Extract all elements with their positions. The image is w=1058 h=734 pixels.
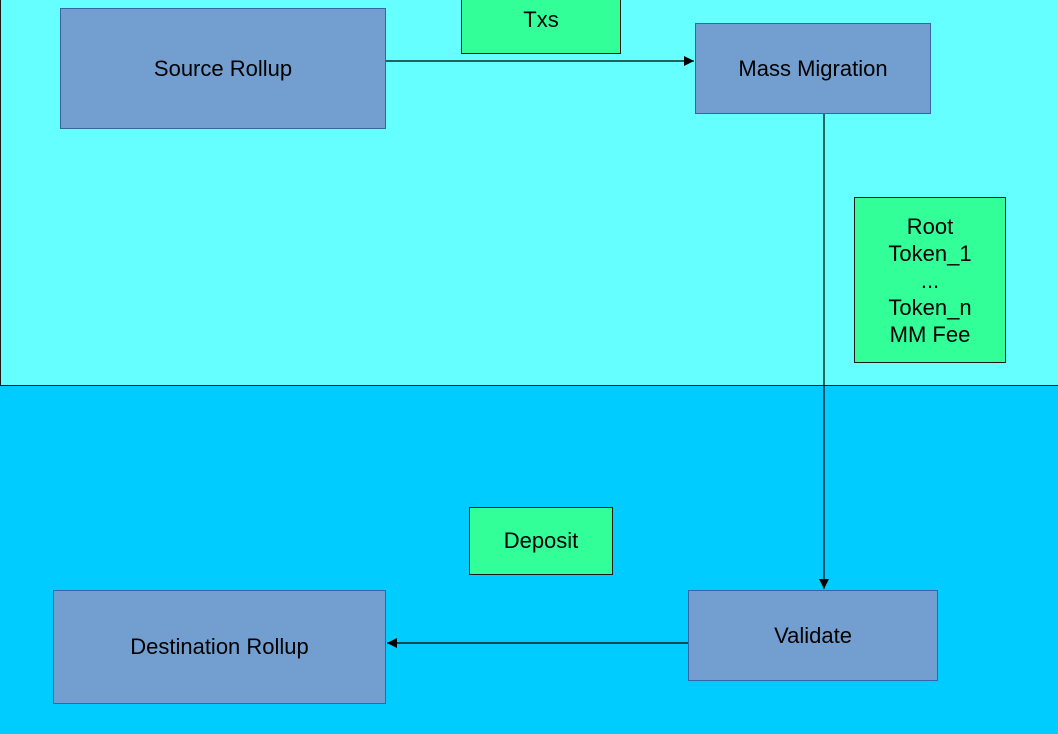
payload-line-mm-fee: MM Fee xyxy=(889,321,971,347)
payload-line-token-1: Token_1 xyxy=(888,240,972,266)
destination-rollup-node: Destination Rollup xyxy=(53,590,386,704)
payload-line-root: Root xyxy=(906,213,954,239)
source-rollup-node: Source Rollup xyxy=(60,8,386,129)
txs-note: Txs xyxy=(461,0,621,54)
mass-migration-node: Mass Migration xyxy=(695,23,931,114)
payload-line-token-n: Token_n xyxy=(888,294,972,320)
deposit-note: Deposit xyxy=(469,507,613,575)
validate-node: Validate xyxy=(688,590,938,681)
mm-payload-note: Root Token_1 ... Token_n MM Fee xyxy=(854,197,1006,363)
payload-line-ellipsis: ... xyxy=(920,267,940,293)
